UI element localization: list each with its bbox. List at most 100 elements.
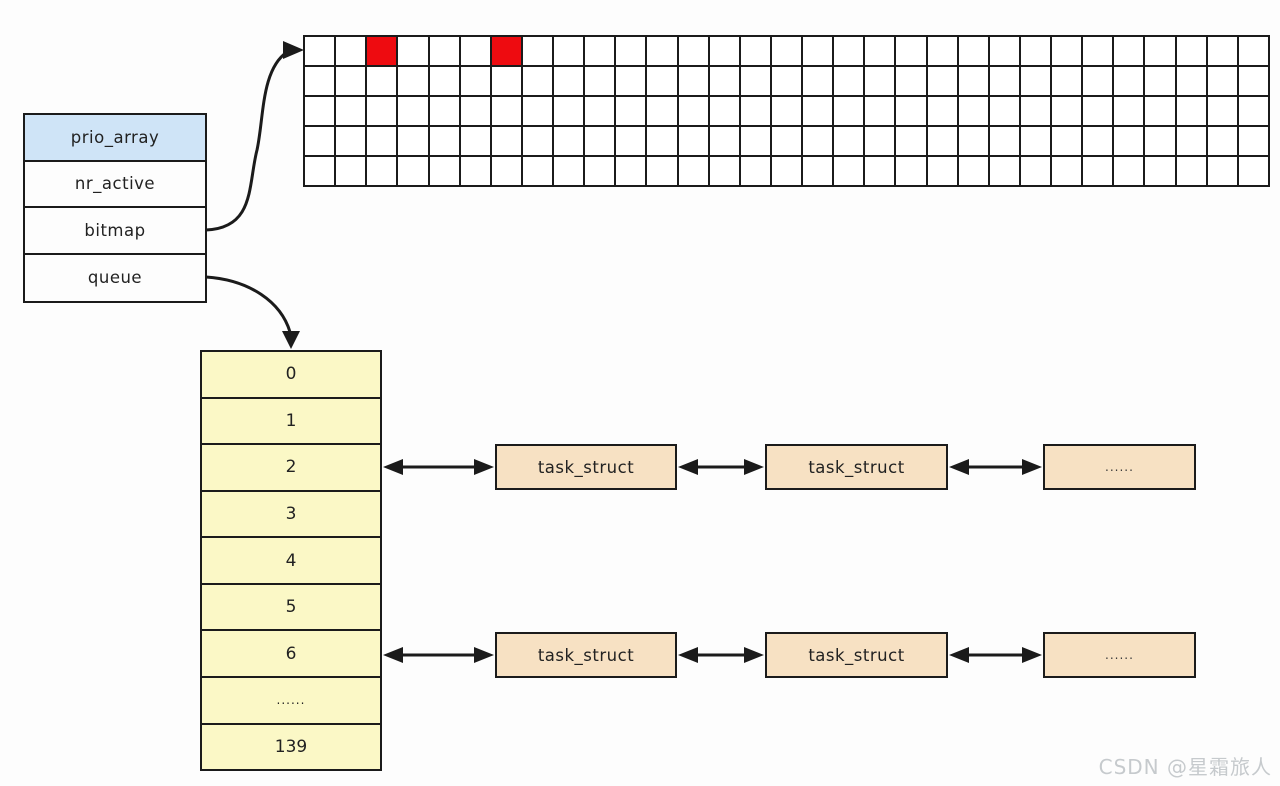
bitmap-cell — [1144, 126, 1176, 156]
queue-cell-3: 3 — [202, 491, 380, 539]
task-struct-node: task_struct — [765, 444, 948, 490]
bitmap-cell — [490, 126, 522, 156]
queue-to-array-arrow — [205, 275, 292, 333]
bitmap-cell — [1144, 156, 1176, 186]
bitmap-cell — [1206, 36, 1238, 66]
bitmap-cell — [1082, 36, 1114, 66]
bitmap-cell — [802, 66, 834, 96]
bitmap-cell — [553, 96, 585, 126]
bitmap-cell — [521, 126, 554, 156]
bitmap-cell — [833, 36, 865, 66]
bitmap-cell — [521, 36, 554, 66]
bitmap-cell — [304, 126, 336, 156]
bitmap-cell — [802, 96, 834, 126]
bitmap-cell — [895, 66, 927, 96]
bitmap-cell — [926, 126, 958, 156]
bitmap-cell — [1019, 156, 1052, 186]
bitmap-cell — [1082, 126, 1114, 156]
bitmap-cell — [1144, 66, 1176, 96]
bitmap-cell — [304, 36, 336, 66]
queue-cell-4: 4 — [202, 538, 380, 585]
bitmap-cell — [553, 36, 585, 66]
bitmap-cell — [1206, 126, 1238, 156]
bitmap-cell — [895, 96, 927, 126]
bitmap-cell — [957, 126, 989, 156]
bitmap-cell — [833, 156, 865, 186]
struct-title: prio_array — [25, 115, 205, 162]
bitmap-cell — [708, 126, 740, 156]
bitmap-cell — [428, 126, 460, 156]
bitmap-cell — [366, 126, 398, 156]
bitmap-cell — [1237, 36, 1269, 66]
bitmap-cell — [770, 96, 803, 126]
bitmap-cell — [988, 36, 1020, 66]
queue-cell-1: 1 — [202, 398, 380, 446]
queue-to-array-arrowhead-icon — [282, 331, 300, 349]
bitmap-cell — [926, 96, 958, 126]
bitmap-cell — [1237, 66, 1269, 96]
bitmap-cell — [335, 36, 367, 66]
bitmap-cell — [615, 66, 647, 96]
queue-cell-139: 139 — [202, 724, 380, 770]
bitmap-cell — [615, 96, 647, 126]
bitmap-cell — [366, 66, 398, 96]
double-arrow — [678, 647, 764, 663]
bitmap-cell — [397, 156, 429, 186]
bitmap-cell — [770, 66, 803, 96]
bitmap-cell — [459, 96, 491, 126]
bitmap-cell — [397, 66, 429, 96]
bitmap-cell — [584, 66, 616, 96]
bitmap-cell — [646, 66, 678, 96]
queue-cell-......: ...... — [202, 677, 380, 725]
bitmap-cell — [1144, 96, 1176, 126]
bitmap-cell — [770, 36, 803, 66]
bitmap-cell — [988, 126, 1020, 156]
bitmap-cell — [1175, 96, 1207, 126]
bitmap-cell — [833, 96, 865, 126]
bitmap-cell — [304, 66, 336, 96]
bitmap-cell — [739, 126, 771, 156]
bitmap-cell — [1175, 36, 1207, 66]
bitmap-cell — [926, 156, 958, 186]
bitmap-cell — [459, 36, 491, 66]
bitmap-cell — [1051, 126, 1083, 156]
queue-cell-6: 6 — [202, 631, 380, 678]
bitmap-to-grid-arrowhead-icon — [283, 41, 304, 59]
bitmap-cell — [708, 66, 740, 96]
bitmap-cell — [459, 126, 491, 156]
bitmap-cell — [708, 36, 740, 66]
queue-cell-5: 5 — [202, 584, 380, 632]
bitmap-cell — [957, 66, 989, 96]
bitmap-cell — [1082, 96, 1114, 126]
bitmap-cell — [428, 66, 460, 96]
double-arrow — [949, 459, 1042, 475]
bitmap-cell — [1051, 156, 1083, 186]
bitmap-cell — [615, 36, 647, 66]
bitmap-cell — [1082, 156, 1114, 186]
bitmap-cell — [428, 36, 460, 66]
bitmap-cell — [1113, 36, 1145, 66]
bitmap-cell — [584, 156, 616, 186]
bitmap-cell — [895, 126, 927, 156]
bitmap-cell — [1019, 66, 1052, 96]
bitmap-cell — [1113, 66, 1145, 96]
prio-array-struct: prio_array nr_active bitmap queue — [23, 113, 207, 303]
bitmap-cell — [739, 156, 771, 186]
bitmap-to-grid-arrow — [205, 50, 288, 232]
bitmap-cell — [1051, 66, 1083, 96]
bitmap-cell — [895, 36, 927, 66]
bitmap-cell — [397, 36, 429, 66]
bitmap-cell-set — [366, 36, 398, 66]
bitmap-cell — [584, 36, 616, 66]
bitmap-cell — [1206, 156, 1238, 186]
bitmap-cell — [397, 126, 429, 156]
bitmap-cell — [677, 96, 709, 126]
bitmap-cell — [770, 126, 803, 156]
double-arrow — [949, 647, 1042, 663]
bitmap-cell — [864, 66, 896, 96]
bitmap-cell — [708, 156, 740, 186]
task-struct-node: task_struct — [495, 632, 677, 678]
bitmap-cell — [988, 66, 1020, 96]
